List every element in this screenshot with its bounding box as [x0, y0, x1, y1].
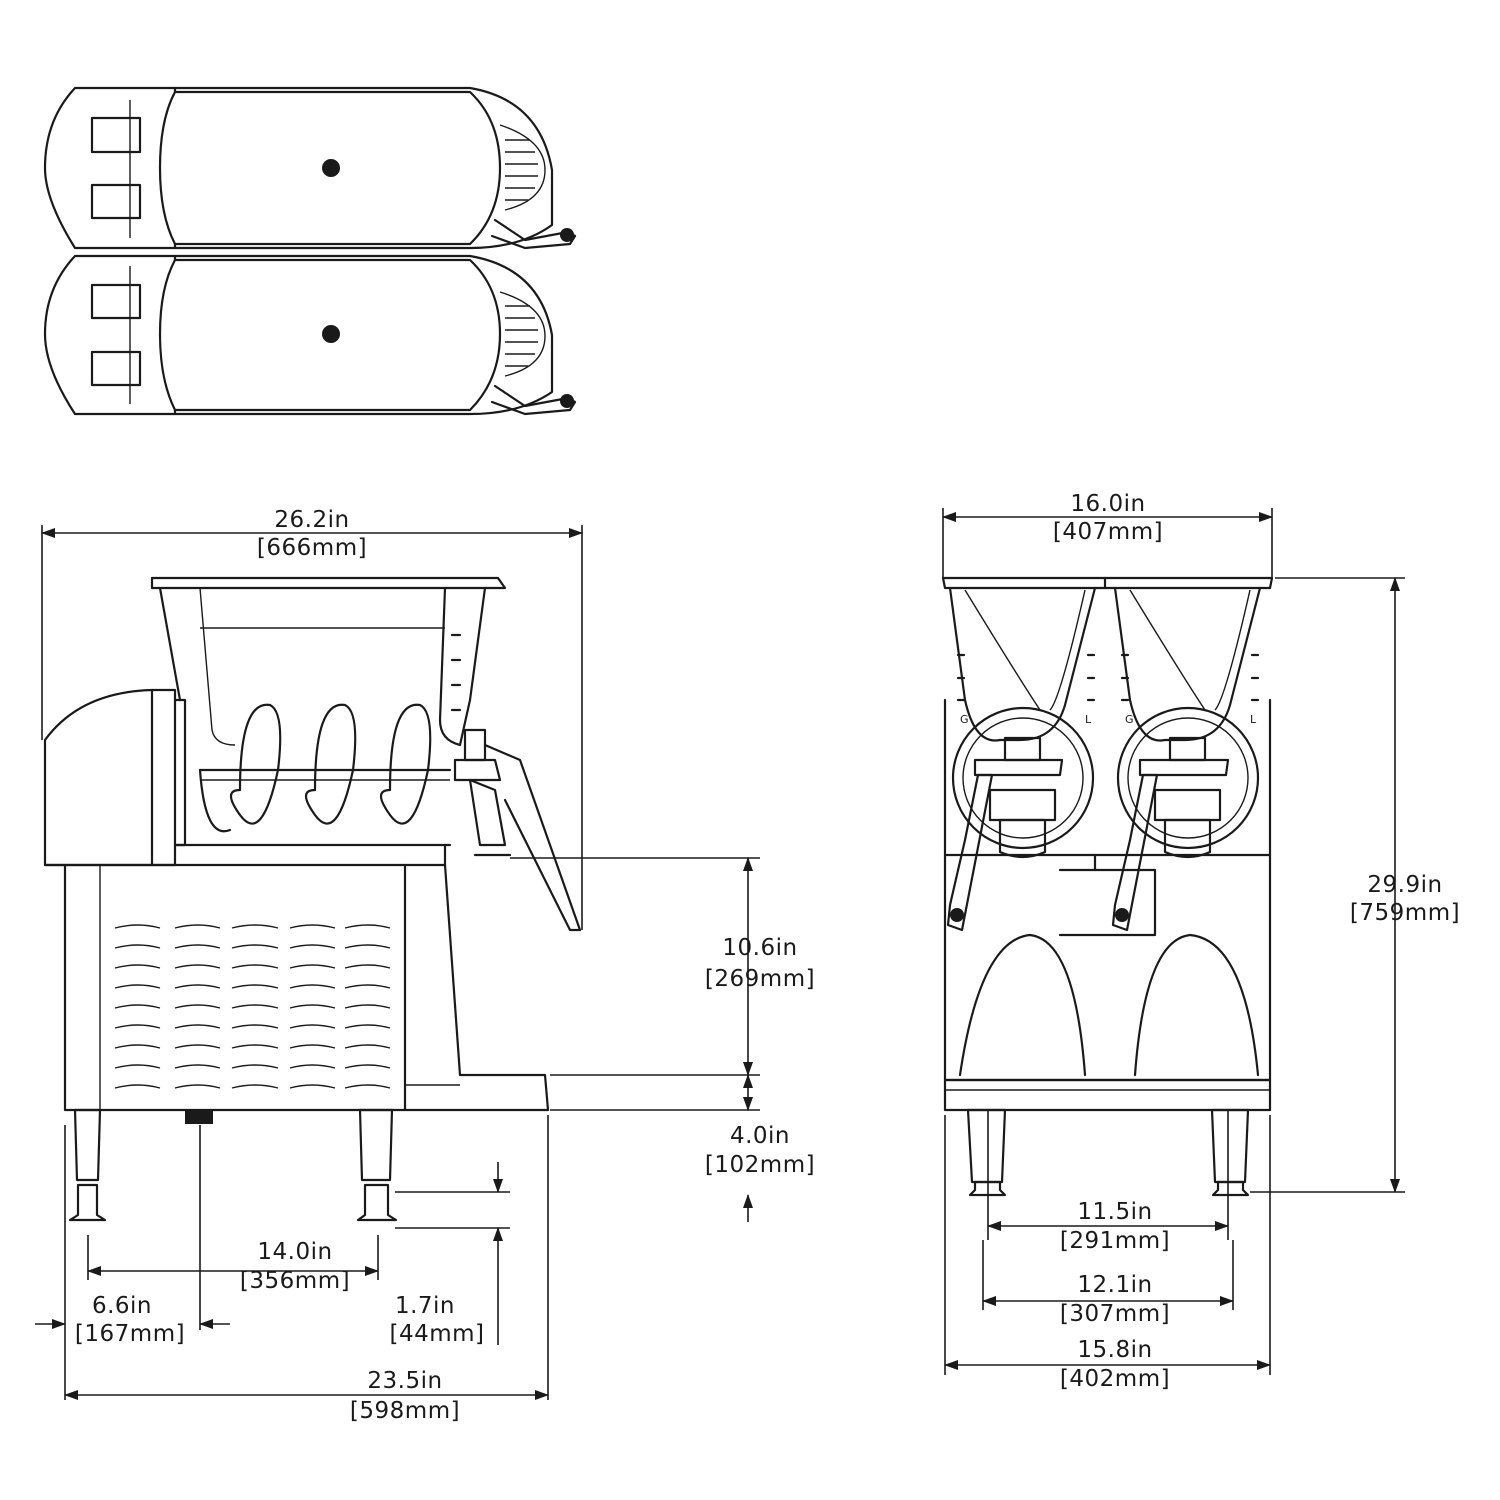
faucet-front-left — [946, 706, 1095, 932]
lid-knob-icon — [322, 325, 340, 343]
level-mark-g: G — [960, 713, 969, 726]
dim-leg-spacing-in: 14.0in — [257, 1239, 332, 1265]
top-view-bowl-upper — [43, 86, 577, 250]
dim-tray-in: 4.0in — [730, 1123, 790, 1149]
faucet-knob-icon — [560, 228, 574, 242]
dim-base-depth-in: 23.5in — [367, 1368, 442, 1394]
level-mark-g: G — [1125, 713, 1134, 726]
top-view-bowl-lower — [43, 254, 577, 416]
dim-leg-inner-in: 11.5in — [1077, 1199, 1152, 1225]
dim-drain-mm: [167mm] — [75, 1321, 185, 1347]
dim-base-width-in: 15.8in — [1077, 1337, 1152, 1363]
dimension-labels: 26.2in [666mm] 16.0in [407mm] 29.9in [75… — [75, 491, 1460, 1424]
faucet-knob-icon — [560, 394, 574, 408]
dim-base-width-mm: [402mm] — [1060, 1366, 1170, 1392]
dimension-lines — [35, 508, 1405, 1400]
dim-leg-adjust-mm: [44mm] — [389, 1321, 484, 1347]
top-view — [43, 86, 577, 416]
front-view: G L G L — [941, 576, 1274, 1197]
level-mark-l: L — [1250, 713, 1257, 726]
faucet-front-right — [1111, 706, 1260, 932]
legs-front — [966, 1108, 1250, 1197]
dim-drain-in: 6.6in — [92, 1293, 152, 1319]
dim-side-width-mm: [666mm] — [257, 535, 367, 561]
dim-height-in: 29.9in — [1367, 872, 1442, 898]
faucet-side — [453, 728, 582, 932]
dim-leg-adjust-in: 1.7in — [395, 1293, 455, 1319]
dim-front-top-in: 16.0in — [1070, 491, 1145, 517]
dim-leg-outer-in: 12.1in — [1077, 1272, 1152, 1298]
dim-tray-mm: [102mm] — [705, 1152, 815, 1178]
dim-leg-spacing-mm: [356mm] — [240, 1268, 350, 1294]
dim-clearance-mm: [269mm] — [705, 966, 815, 992]
dim-side-width-in: 26.2in — [274, 507, 349, 533]
dim-height-mm: [759mm] — [1350, 900, 1460, 926]
level-mark-l: L — [1085, 713, 1092, 726]
louvers — [114, 924, 391, 1089]
side-view — [43, 576, 582, 1222]
dim-front-top-mm: [407mm] — [1053, 519, 1163, 545]
legs-side — [68, 1108, 398, 1222]
dim-leg-outer-mm: [307mm] — [1060, 1301, 1170, 1327]
auger — [198, 703, 452, 833]
dim-base-depth-mm: [598mm] — [350, 1398, 460, 1424]
dim-clearance-in: 10.6in — [722, 935, 797, 961]
lid-knob-icon — [322, 159, 340, 177]
dim-leg-inner-mm: [291mm] — [1060, 1228, 1170, 1254]
